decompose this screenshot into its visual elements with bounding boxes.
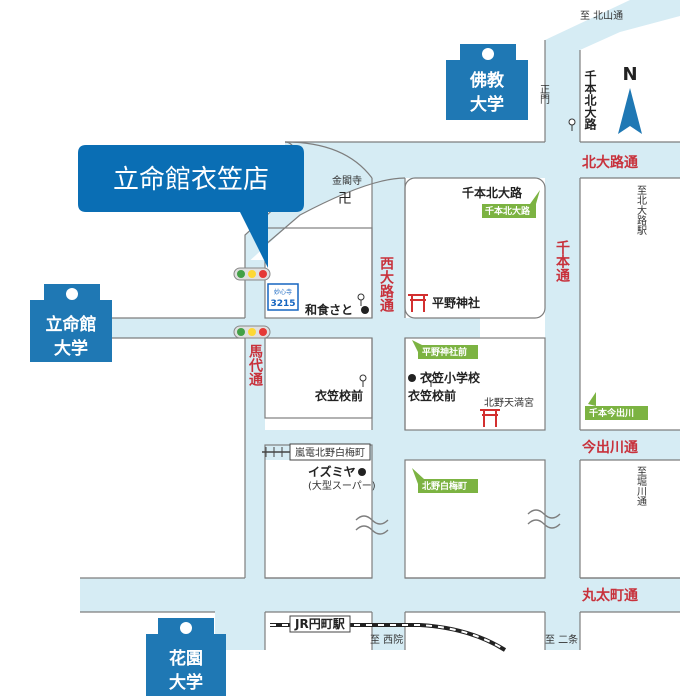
station-labels: 嵐電北野白梅町 JR円町駅 — [289, 443, 371, 633]
block-middle-left — [264, 337, 373, 419]
store-callout-bubble — [78, 145, 304, 268]
randen-station-box — [289, 443, 371, 461]
to-nijo-label: 至 二条 — [545, 633, 578, 646]
temple-icon: 卍 — [338, 191, 352, 207]
to-kitaoji-station-label: 至北大路駅 — [635, 185, 647, 236]
traffic-light-icon — [233, 267, 271, 281]
bus-stop-hirano-jinja-mae: 平野神社前 — [412, 340, 478, 359]
svg-text:大学: 大学 — [54, 338, 88, 359]
kinugasako-mae-left-label: 衣笠校前 — [315, 388, 363, 403]
torii-icon — [480, 409, 500, 427]
svg-text:平野神社前: 平野神社前 — [422, 346, 467, 358]
direction-labels: 至 北山通 至北大路駅 至堀川通 至 西院 至 二条 — [370, 10, 647, 646]
bus-stop-senbon-kitaoji: 千本北大路 — [482, 190, 540, 218]
senbon-kitaoji-place-label: 千本北大路 — [462, 185, 523, 200]
kitaoji-edges — [284, 141, 680, 179]
jr-line-dash — [270, 624, 506, 651]
compass-label: N — [622, 64, 637, 85]
nishioji-dori-road — [372, 178, 405, 650]
traffic-light-icon — [233, 325, 271, 339]
jr-station-box — [289, 615, 351, 633]
marker-dot-icon — [408, 374, 416, 382]
block-bukkyo — [285, 40, 581, 143]
store-callout-label: 立命館衣笠店 — [113, 165, 269, 195]
svg-text:佛教: 佛教 — [469, 70, 505, 91]
kitano-tenmangu-label: 北野天満宮 — [484, 396, 534, 409]
university-emblem-icon — [482, 48, 494, 60]
break-mark-right — [527, 509, 561, 529]
nishioji-edges — [371, 178, 406, 430]
shomon-label: 正門 — [538, 84, 550, 105]
to-kitayama-label: 至 北山通 — [580, 10, 623, 22]
kinugasa-school-label: 衣笠小学校 — [420, 370, 481, 385]
compass: N — [618, 64, 642, 134]
hirano-jinja-label: 平野神社 — [432, 295, 480, 310]
svg-text:千本今出川: 千本今出川 — [589, 407, 634, 419]
bus-stop-pin-icon — [357, 118, 576, 387]
svg-text:大学: 大学 — [470, 94, 504, 115]
landmark-icons: 卍 妙心寺 3215 — [233, 118, 576, 476]
svg-text:立命館: 立命館 — [46, 314, 97, 335]
road-network — [80, 0, 680, 650]
kinugasako-mae-right-label: 衣笠校前 — [408, 388, 456, 403]
university-ritsumeikan: 立命館 大学 — [30, 284, 112, 362]
kitaoji-dori-label: 北大路通 — [582, 154, 638, 171]
map-break-marks — [355, 509, 561, 535]
badai-dori-label: 馬代通 — [247, 344, 264, 387]
to-horikawa-label: 至堀川通 — [635, 466, 647, 506]
ritsumeikan-street-road — [110, 318, 480, 338]
svg-text:千本北大路: 千本北大路 — [485, 205, 531, 217]
block-upper-right-east — [579, 177, 680, 431]
university-emblem-icon — [66, 288, 78, 300]
block-outlines — [80, 40, 680, 650]
randen-ticks — [265, 447, 299, 457]
place-labels: 金閣寺 和食さと 平野神社 衣笠小学校 衣笠校前 衣笠校前 北野天満宮 イズミヤ… — [304, 84, 550, 492]
washoku-sato-label: 和食さと — [304, 302, 353, 317]
university-kaen: 花園 大学 — [146, 618, 226, 696]
randen-station-label: 嵐電北野白梅町 — [295, 446, 365, 459]
lower-west-street-road — [215, 612, 265, 650]
marutamachi-dori-label: 丸太町通 — [581, 587, 638, 604]
middle-street-road — [405, 430, 545, 460]
nishioji-dori-label: 西大路通 — [378, 256, 394, 313]
izumiya-label: イズミヤ — [308, 464, 356, 479]
bus-stop-senbon-imadegawa: 千本今出川 — [585, 392, 648, 420]
block-lower-middle — [404, 459, 546, 579]
route-sign-icon: 妙心寺 3215 — [267, 283, 299, 311]
torii-icon — [408, 294, 428, 312]
kinkakuji-label: 金閣寺 — [332, 174, 362, 187]
svg-text:大学: 大学 — [169, 672, 203, 693]
block-bottom — [264, 612, 581, 650]
badai-dori-road — [245, 260, 265, 650]
road-labels: 北大路通 今出川通 丸太町通 千本通 西大路通 馬代通 千本北大路 — [247, 69, 638, 604]
north-arrow-icon — [618, 88, 642, 134]
nishioji-curve-road — [245, 142, 405, 265]
route-code: 3215 — [270, 299, 295, 309]
senbon-kitaoji-vertical-label: 千本北大路 — [583, 69, 597, 131]
university-bukkyo: 佛教 大学 — [446, 44, 528, 120]
bus-stop-tags: 千本北大路 平野神社前 千本今出川 北野白梅町 — [412, 190, 648, 493]
block-lower-right — [579, 459, 680, 579]
kitaoji-dori-road — [285, 142, 680, 178]
to-saiin-label: 至 西院 — [370, 633, 403, 646]
break-mark-left — [355, 515, 389, 535]
marutamachi-edges — [80, 577, 680, 613]
svg-text:北野白梅町: 北野白梅町 — [422, 480, 467, 492]
marker-dot-icon — [358, 468, 366, 476]
imadegawa-dori-label: 今出川通 — [581, 439, 638, 456]
svg-text:花園: 花園 — [169, 648, 203, 669]
store-callout: 立命館衣笠店 — [78, 145, 304, 268]
route-sign-text: 妙心寺 — [274, 288, 292, 296]
senbon-dori-road — [545, 0, 680, 650]
bus-stop-kitano-hakubaicho: 北野白梅町 — [412, 468, 478, 493]
ritsumeikan-street-edges — [110, 317, 245, 339]
railways — [262, 447, 507, 652]
university-emblem-icon — [180, 622, 192, 634]
jr-station-label: JR円町駅 — [294, 617, 346, 631]
senbon-dori-label: 千本通 — [554, 239, 570, 283]
izumiya-note-label: (大型スーパー) — [308, 479, 376, 492]
marker-dot-icon — [361, 306, 369, 314]
